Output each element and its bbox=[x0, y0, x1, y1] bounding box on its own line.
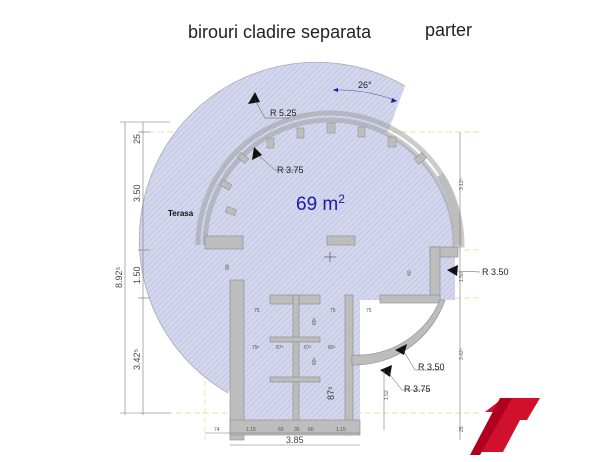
svg-text:67⁵: 67⁵ bbox=[304, 345, 312, 351]
radius-markers: R 5.25 R 3.75 R 3.50 R 3.50 R 3.75 bbox=[248, 92, 509, 394]
area-label: 69 m2 bbox=[296, 192, 345, 215]
svg-text:74: 74 bbox=[214, 427, 220, 433]
svg-text:90: 90 bbox=[225, 264, 231, 270]
svg-text:3.42⁵: 3.42⁵ bbox=[132, 348, 142, 370]
svg-text:80⁵: 80⁵ bbox=[328, 345, 336, 351]
walls bbox=[204, 235, 459, 441]
svg-text:80⁵: 80⁵ bbox=[312, 357, 318, 365]
svg-text:3.12⁵: 3.12⁵ bbox=[459, 178, 465, 190]
svg-text:87⁵: 87⁵ bbox=[326, 386, 336, 400]
svg-text:25: 25 bbox=[459, 426, 465, 432]
svg-text:25: 25 bbox=[132, 134, 142, 144]
svg-text:R 3.50: R 3.50 bbox=[418, 362, 445, 372]
svg-text:87⁵: 87⁵ bbox=[276, 345, 284, 351]
right-dimensions: 3.12⁵ 1.50 3.42⁵ 1.52 25 bbox=[383, 132, 465, 440]
svg-text:3.85: 3.85 bbox=[286, 435, 304, 445]
level-label: parter bbox=[425, 20, 472, 40]
wall-piers bbox=[219, 122, 427, 216]
svg-text:60: 60 bbox=[278, 427, 284, 433]
left-dimensions: 8.92⁵ 25 3.50 1.50 3.42⁵ bbox=[114, 121, 170, 415]
terrace-label: Terasa bbox=[168, 209, 194, 218]
svg-text:75: 75 bbox=[254, 308, 260, 314]
terrace-edge bbox=[138, 61, 406, 394]
svg-text:35: 35 bbox=[294, 427, 300, 433]
svg-text:8.92⁵: 8.92⁵ bbox=[114, 266, 124, 288]
svg-text:40: 40 bbox=[407, 270, 413, 276]
svg-text:R 3.75: R 3.75 bbox=[404, 384, 431, 394]
room-area bbox=[205, 120, 455, 430]
brand-logo bbox=[470, 398, 540, 455]
svg-text:R 3.75: R 3.75 bbox=[277, 165, 304, 175]
plan-title: birouri cladire separata bbox=[188, 22, 372, 42]
svg-text:1.50: 1.50 bbox=[459, 272, 465, 282]
svg-text:1.50: 1.50 bbox=[132, 266, 142, 284]
svg-text:60: 60 bbox=[308, 427, 314, 433]
interior-dimensions: 75 75 75 79⁵ 87⁵ 67⁵ 80⁵ 80⁵ 80⁵ 87⁵ 90 … bbox=[225, 264, 413, 400]
svg-text:1.15: 1.15 bbox=[336, 427, 346, 433]
bottom-dimensions: 74 1.15 60 35 60 1.15 3.85 bbox=[205, 427, 360, 446]
svg-text:79⁵: 79⁵ bbox=[252, 345, 260, 351]
svg-text:80⁵: 80⁵ bbox=[312, 317, 318, 325]
svg-text:75: 75 bbox=[330, 308, 336, 314]
svg-text:R 5.25: R 5.25 bbox=[270, 108, 297, 118]
svg-text:1.52: 1.52 bbox=[384, 390, 390, 400]
svg-text:3.42⁵: 3.42⁵ bbox=[459, 348, 465, 360]
svg-text:26°: 26° bbox=[358, 80, 372, 90]
angle-annotation: 26° bbox=[332, 80, 398, 103]
svg-text:R 3.50: R 3.50 bbox=[482, 267, 509, 277]
svg-text:75: 75 bbox=[366, 308, 372, 314]
svg-text:1.15: 1.15 bbox=[246, 427, 256, 433]
svg-text:3.50: 3.50 bbox=[132, 184, 142, 202]
